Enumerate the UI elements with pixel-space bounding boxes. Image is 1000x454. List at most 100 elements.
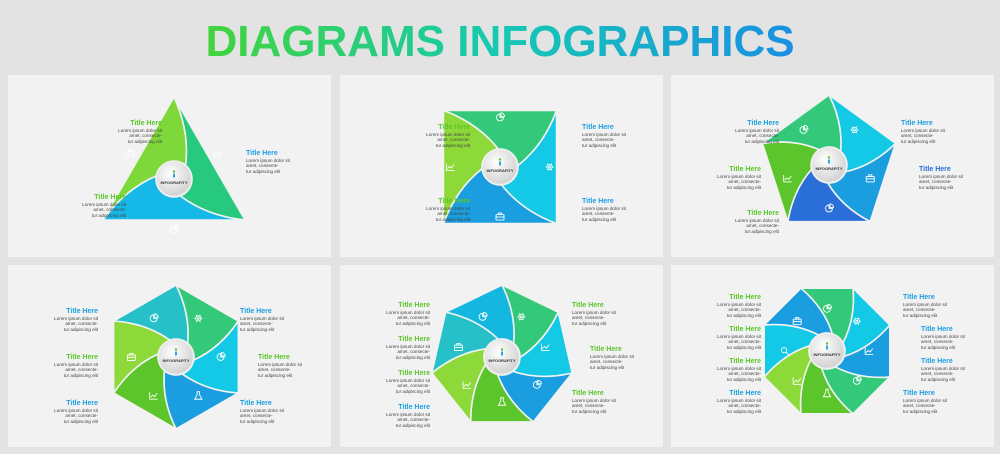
item-body: Lorem ipsum dolor sit amet, consecte- tu…: [919, 174, 963, 190]
item-body: Lorem ipsum dolor sit amet, consecte- tu…: [903, 302, 947, 318]
diagram-hexagon: INFOGRAFITY: [112, 284, 240, 430]
item-title: Title Here: [747, 120, 779, 127]
item-body: Lorem ipsum dolor sit amet, consecte- tu…: [735, 128, 779, 144]
item-body: Lorem ipsum dolor sit amet, consecte- tu…: [582, 206, 626, 222]
item-body: Lorem ipsum dolor sit amet, consecte- tu…: [386, 412, 430, 428]
item-body: Lorem ipsum dolor sit amet, consecte- tu…: [240, 408, 284, 424]
item-body: Lorem ipsum dolor sit amet, consecte- tu…: [386, 310, 430, 326]
item-title: Title Here: [66, 400, 98, 407]
segment-3: [102, 96, 188, 221]
item-body: Lorem ipsum dolor sit amet, consecte- tu…: [717, 302, 761, 318]
center-label: INFOGRAFITY: [813, 352, 840, 357]
briefcase-icon: [495, 212, 505, 221]
item-body: Lorem ipsum dolor sit amet, consecte- tu…: [717, 174, 761, 190]
item-title: Title Here: [729, 166, 761, 173]
item-title: Title Here: [240, 400, 272, 407]
item-title: Title Here: [66, 354, 98, 361]
gear-icon: [850, 126, 859, 134]
item-title: Title Here: [582, 124, 614, 131]
item-title: Title Here: [398, 302, 430, 309]
briefcase-icon: [454, 343, 463, 352]
center-hub: [158, 339, 194, 375]
item-body: Lorem ipsum dolor sit amet, consecte- tu…: [582, 132, 626, 148]
item-title: Title Here: [572, 390, 604, 397]
pie-chart-icon: [799, 124, 809, 134]
item-body: Lorem ipsum dolor sit amet, consecte- tu…: [54, 408, 98, 424]
item-body: Lorem ipsum dolor sit amet, consecte- tu…: [426, 132, 470, 148]
chart-icon: [213, 150, 223, 158]
pie-chart-icon: [823, 303, 832, 313]
center-label: INFOGRAFITY: [815, 166, 842, 171]
item-body: Lorem ipsum dolor sit amet, consecte- tu…: [246, 158, 290, 174]
logo-icon: [825, 342, 829, 350]
item-body: Lorem ipsum dolor sit amet, consecte- tu…: [386, 378, 430, 394]
item-title: Title Here: [901, 120, 933, 127]
chart-icon: [462, 381, 472, 389]
item-body: Lorem ipsum dolor sit amet, consecte- tu…: [118, 128, 162, 144]
item-body: Lorem ipsum dolor sit amet, consecte- tu…: [386, 344, 430, 360]
flask-icon: [822, 388, 832, 398]
center-label: INFOGRAFITY: [162, 358, 189, 363]
gear-icon: [517, 313, 526, 321]
item-title: Title Here: [130, 120, 162, 127]
diagram-pentagon: INFOGRAFITY: [761, 94, 897, 223]
item-title: Title Here: [66, 308, 98, 315]
logo-icon: [827, 156, 831, 164]
item-body: Lorem ipsum dolor sit amet, consecte- tu…: [426, 206, 470, 222]
segment-5: [761, 94, 842, 153]
center-hub: [809, 333, 845, 369]
item-title: Title Here: [903, 294, 935, 301]
item-title: Title Here: [729, 358, 761, 365]
briefcase-icon: [125, 149, 135, 158]
item-title: Title Here: [398, 404, 430, 411]
item-body: Lorem ipsum dolor sit amet, consecte- tu…: [735, 218, 779, 234]
item-body: Lorem ipsum dolor sit amet, consecte- tu…: [572, 398, 616, 414]
chart-icon: [783, 174, 792, 183]
item-title: Title Here: [258, 354, 290, 361]
pie-chart-icon: [852, 375, 862, 385]
pie-chart-icon: [496, 112, 505, 122]
item-title: Title Here: [94, 194, 126, 201]
page-title-wrap: DIAGRAMS INFOGRAPHICS: [0, 18, 1000, 64]
briefcase-icon: [792, 317, 802, 326]
item-body: Lorem ipsum dolor sit amet, consecte- tu…: [717, 334, 761, 350]
item-body: Lorem ipsum dolor sit amet, consecte- tu…: [258, 362, 302, 378]
item-body: Lorem ipsum dolor sit amet, consecte- tu…: [903, 398, 947, 414]
gear-icon: [194, 314, 203, 323]
item-title: Title Here: [590, 346, 622, 353]
chart-icon: [864, 347, 874, 355]
gear-icon: [852, 317, 861, 325]
pie-chart-icon: [825, 203, 834, 213]
diagram-triangle: INFOGRAFITY: [102, 96, 246, 234]
chart-icon: [445, 163, 455, 171]
pie-chart-icon: [532, 379, 542, 389]
logo-icon: [498, 158, 502, 166]
item-body: Lorem ipsum dolor sit amet, consecte- tu…: [901, 128, 945, 144]
pie-chart-icon: [149, 313, 159, 323]
page-title-text: DIAGRAMS INFOGRAPHICS: [205, 18, 794, 64]
flask-icon: [497, 397, 507, 406]
